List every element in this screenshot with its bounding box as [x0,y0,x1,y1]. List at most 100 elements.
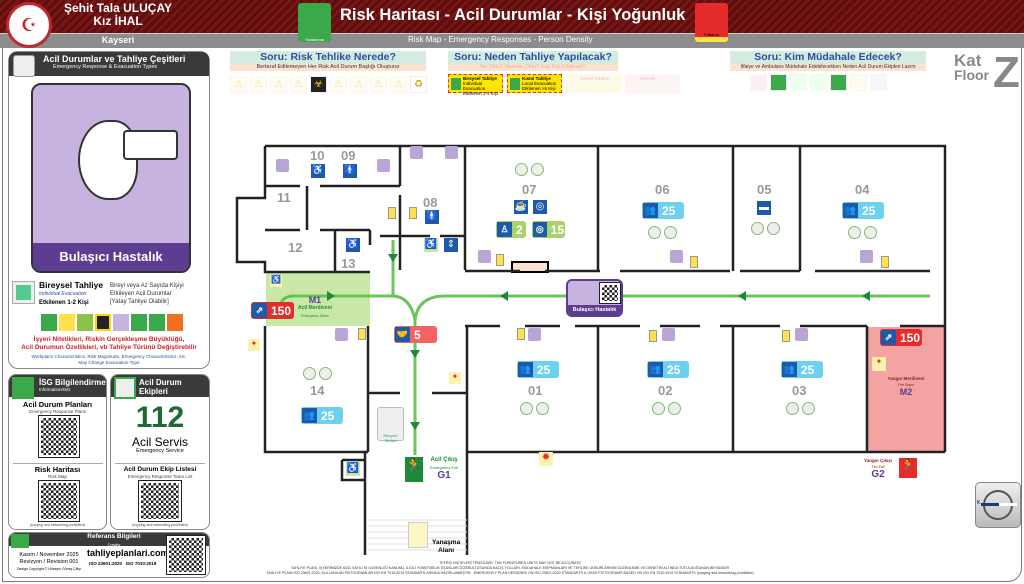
first-aid-kit-icon [515,163,528,176]
density-badge-06: 👥25 [642,202,684,219]
city: Kayseri [101,35,135,45]
compass-north: K [977,500,981,506]
arrow-right-icon [327,291,335,301]
divider [13,463,103,464]
warning-line: Workplace Characteristics, Risk Magnitud… [31,354,187,359]
room-05: 05 [757,182,772,197]
fire-alarm-icon: ✹ [539,452,553,466]
trainer-icon [114,377,136,399]
desc-line: Bireyi veya Az Sayıda Kişiyi [110,283,184,289]
first-aid-kit-icon [751,222,764,235]
desc-line: [Yatay Tahliye Olabilir] [110,299,169,305]
dining-icon: ◎ [533,200,547,214]
density-badge-corridor: 🤝5 [394,326,437,343]
warning-line: May Change Evacuation Type [78,360,140,365]
warning-icon: ⚠ [350,76,367,93]
fire-hose-icon: ✦ [872,357,886,371]
service-en: Emergency Service [136,448,184,454]
exit-icon [790,74,807,91]
sanitizer-icon [319,367,332,380]
extinguisher-icon [881,256,889,268]
density-badge-03: 👥25 [781,361,823,378]
question-sub: Ne Oldu? Nerede Oldu? Kaç Kişi Etkilendi… [448,64,618,71]
desc-line: Etkileyen Acil Durumlar [110,291,172,297]
dining-icon: ◎ [533,222,547,237]
plans-label: Acil Durum Planları [22,400,93,409]
extinguisher-icon [388,207,396,219]
room-08: 08 [423,195,438,210]
mask-ppe-icon [662,328,675,341]
team-list-qr-code[interactable] [138,480,182,522]
school-line2: Kız İHAL [93,14,143,28]
evac-chair-icon: ♿ [270,275,282,287]
team-list-en: Emergency Response Team List [127,474,193,479]
wc-icon: 🚹 [425,210,439,224]
sanitizer-icon [864,226,877,239]
website-qr-code[interactable] [166,535,206,575]
electric-shock-icon [59,314,75,331]
wc-icon: ♿ [311,164,325,178]
floor-indicator: Kat Floor [954,52,989,82]
risk-qr-code[interactable] [599,282,621,304]
question-who: Soru: Kim Müdahale Edecek? İtfaiye ve Am… [730,51,926,96]
panel-subtitle: Credits [107,542,121,547]
risk-card-label: Bulaşıcı Hastalık [33,243,189,271]
room-02: 02 [658,383,673,398]
explosion-sign-icon: Patlama [695,3,728,42]
extinguisher-icon [358,328,366,340]
room-11: 11 [277,190,291,205]
room-03: 03 [792,383,807,398]
disease-icon [113,314,129,331]
panel-title: İSG Bilgilendirme [39,378,106,387]
team-icon [810,74,827,91]
electric-icon [850,74,867,91]
evac-card-general: Genel Tahliye [566,74,622,93]
walls [235,144,947,555]
revision: Revizyon / Revision 001 [19,559,79,565]
biohazard-icon: ☣ [310,76,327,93]
warning-icon: ⚠ [250,76,267,93]
room-12: 12 [288,240,303,255]
students-icon: 👥 [782,362,797,377]
sanitizer-icon [536,402,549,415]
floor-code: Z [993,48,1020,97]
poison-icon [77,314,93,331]
extinguisher-icon [517,328,525,340]
ambulance-icon [408,522,428,548]
evac-info: Bireysel Tahliye Individual Evacuation E… [39,281,103,308]
density-badge-m2: ⇗150 [880,329,922,346]
fall-icon [149,314,165,331]
room-09: 09 [341,148,356,163]
room-07: 07 [522,182,537,197]
rescue-icon [830,74,847,91]
person-icon: ♙ [497,222,512,237]
evac-count: Etkilenen 1-2 Kişi [39,300,89,306]
emergency-phone[interactable]: 112 [135,401,185,434]
counter [511,261,549,273]
mask-ppe-icon [276,159,289,172]
mask-ppe-icon [795,328,808,341]
riskmap-label: Risk Haritası [34,465,81,474]
extinguisher-icon [690,256,698,268]
riskmap-qr-code[interactable] [38,480,80,522]
question-sub: İtfaiye ve Ambulans Müdahale Edebilecekk… [730,64,926,71]
plans-qr-code[interactable] [38,415,80,458]
page-title: Risk Haritası - Acil Durumlar - Kişi Yoğ… [340,6,686,24]
mask-ppe-icon [528,328,541,341]
density-badge-02: 👥25 [647,361,689,378]
accessible-icon: ♿ [346,238,360,252]
room-13: 13 [341,256,356,271]
fire-hose-icon: ✦ [248,339,260,351]
divider [115,463,205,464]
risk-card: Bulaşıcı Hastalık [31,83,191,273]
website-link[interactable]: tahliyeplanlari.com [87,548,169,558]
